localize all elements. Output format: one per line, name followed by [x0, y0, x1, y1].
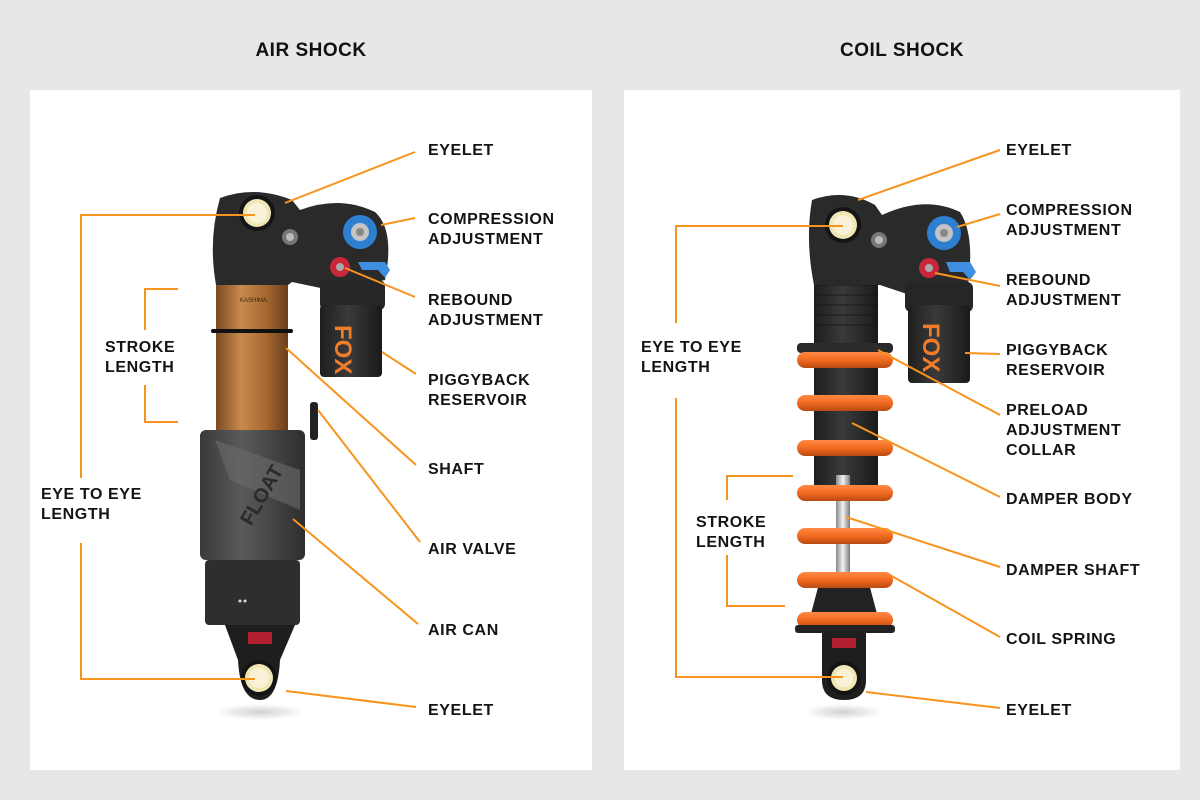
air-label-stroke-length: STROKE LENGTH: [105, 339, 176, 376]
coil-eye-to-eye-bracket-lower: [675, 398, 843, 678]
air-label-eyelet-bottom: EYELET: [428, 702, 494, 719]
coil-label-damper-body: DAMPER BODY: [1006, 491, 1133, 508]
air-stroke-bracket: [144, 288, 178, 330]
svg-text:FOX: FOX: [329, 325, 356, 374]
coil-label-eyelet-top: EYELET: [1006, 142, 1072, 159]
coil-label-compression: COMPRESSION ADJUSTMENT: [1006, 202, 1133, 239]
air-piggyback-reservoir: [320, 305, 382, 377]
air-label-eyelet-top: EYELET: [428, 142, 494, 159]
coil-shock-panel: [624, 90, 1180, 770]
coil-shock-title: COIL SHOCK: [840, 40, 964, 61]
coil-label-piggyback: PIGGYBACK RESERVOIR: [1006, 342, 1109, 379]
coil-stroke-bracket: [726, 475, 793, 500]
coil-label-eye-to-eye: EYE TO EYE LENGTH: [641, 339, 742, 376]
coil-label-preload: PRELOAD ADJUSTMENT COLLAR: [1006, 402, 1122, 459]
air-label-piggyback: PIGGYBACK RESERVOIR: [428, 372, 531, 409]
air-label-air-valve: AIR VALVE: [428, 541, 517, 558]
air-stroke-bracket-lower: [144, 385, 178, 423]
air-label-compression: COMPRESSION ADJUSTMENT: [428, 211, 555, 248]
coil-spring: [797, 352, 893, 628]
coil-stroke-bracket-lower: [726, 555, 785, 607]
coil-label-rebound: REBOUND ADJUSTMENT: [1006, 272, 1122, 309]
air-eye-to-eye-bracket-lower: [80, 543, 255, 680]
air-eye-to-eye-bracket: [80, 214, 255, 478]
air-label-air-can: AIR CAN: [428, 622, 499, 639]
air-label-eye-to-eye: EYE TO EYE LENGTH: [41, 486, 142, 523]
coil-label-eyelet-bottom: EYELET: [1006, 702, 1072, 719]
air-label-rebound: REBOUND ADJUSTMENT: [428, 292, 544, 329]
air-valve: [310, 402, 318, 440]
coil-preload-collar: [797, 343, 893, 353]
coil-shock-illustration: FOX: [795, 195, 976, 720]
coil-eye-to-eye-bracket: [675, 225, 843, 323]
coil-label-stroke-length: STROKE LENGTH: [696, 514, 767, 551]
air-shaft-stanchion: [216, 275, 288, 435]
air-shock-title: AIR SHOCK: [255, 40, 367, 61]
air-label-shaft: SHAFT: [428, 461, 485, 478]
coil-label-damper-shaft: DAMPER SHAFT: [1006, 562, 1141, 579]
svg-text:KASHIMA: KASHIMA: [240, 298, 267, 304]
air-shock-illustration: KASHIMA FOX FLOAT: [200, 191, 390, 720]
coil-piggyback-reservoir: [908, 305, 970, 383]
leader-lines: [80, 149, 1001, 709]
svg-text:FOX: FOX: [917, 323, 944, 372]
coil-label-coil-spring: COIL SPRING: [1006, 631, 1117, 648]
